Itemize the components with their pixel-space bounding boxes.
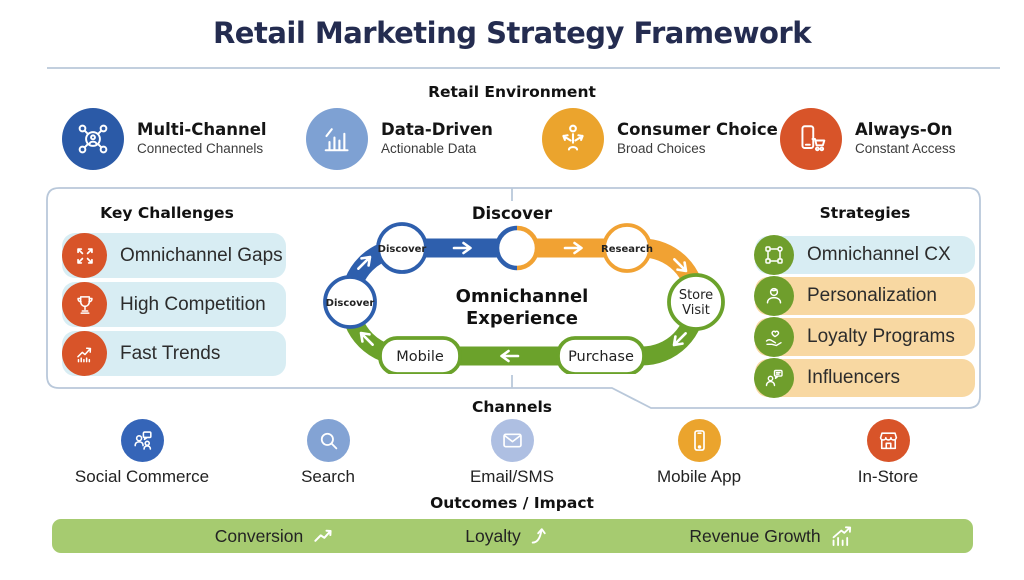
challenge-label: High Competition: [120, 293, 266, 315]
network-hub-icon: [62, 108, 124, 170]
environment-item-text: Always-On Constant Access: [855, 120, 956, 158]
strategy-pill-loyalty-programs: Loyalty Programs: [754, 316, 975, 357]
trend-up-icon: [313, 529, 332, 542]
journey-heading: Discover: [471, 204, 553, 223]
journey-node-label: Mobile: [396, 349, 444, 365]
growth-chart-icon: [832, 526, 852, 547]
journey-node-blank-blue-half: [494, 225, 518, 271]
challenge-pill-omnichannel-gaps: Omnichannel Gaps: [62, 233, 286, 278]
outcome-label: Loyalty: [465, 525, 521, 546]
choice-arrows-icon: [542, 108, 604, 170]
journey-node-label: Discover: [326, 298, 375, 309]
channel-item-social-commerce: Social Commerce: [72, 419, 212, 487]
environment-item-title: Multi-Channel: [137, 120, 267, 139]
person-icon: [754, 275, 794, 316]
environment-item-consumerchoice: Consumer Choice Broad Choices: [542, 106, 778, 172]
strategy-label: Influencers: [807, 367, 900, 388]
journey-node-mobile: [378, 336, 462, 374]
environment-item-text: Data-Driven Actionable Data: [381, 120, 493, 158]
channel-item-email-sms: Email/SMS: [442, 419, 582, 487]
environment-item-subtitle: Constant Access: [855, 141, 956, 156]
journey-center-label: Omnichannel Experience: [312, 286, 732, 330]
channel-label: Email/SMS: [469, 467, 555, 486]
channel-label: Mobile App: [656, 467, 742, 486]
outcomes-heading: Outcomes / Impact: [430, 494, 594, 512]
journey-center-line2: Experience: [466, 308, 578, 329]
environment-item-title: Data-Driven: [381, 120, 493, 139]
channel-label: In-Store: [857, 467, 919, 486]
page-title: Retail Marketing Strategy Framework: [212, 16, 812, 50]
outcome-item-loyalty: Loyalty: [465, 519, 550, 553]
strategy-label: Omnichannel CX: [807, 244, 951, 265]
environment-item-subtitle: Broad Choices: [617, 141, 706, 156]
channel-label: Search: [301, 467, 355, 486]
journey-node-blank: [497, 228, 537, 268]
smartphone-icon: [677, 419, 721, 462]
channel-label: Social Commerce: [74, 467, 210, 486]
environment-item-text: Multi-Channel Connected Channels: [137, 120, 267, 158]
phone-cart-icon: [780, 108, 842, 170]
channel-item-search: Search: [258, 419, 398, 487]
strategies-heading: Strategies: [819, 204, 911, 222]
outcome-label: Conversion: [214, 525, 304, 546]
environment-item-subtitle: Actionable Data: [381, 141, 477, 156]
outcome-item-revenue-growth: Revenue Growth: [689, 519, 854, 553]
environment-item-datadriven: Data-Driven Actionable Data: [306, 106, 493, 172]
journey-node-research: [602, 223, 652, 273]
magnifier-icon: [306, 419, 350, 462]
environment-heading: Retail Environment: [428, 83, 596, 101]
environment-item-text: Consumer Choice Broad Choices: [617, 120, 778, 158]
bar-chart-icon: [306, 108, 368, 170]
channel-item-mobile-app: Mobile App: [629, 419, 769, 487]
curve-up-arrow-icon: [532, 528, 547, 544]
strategy-label: Loyalty Programs: [807, 326, 955, 347]
journey-node-blank-orange-half: [516, 225, 540, 271]
journey-center-line1: Omnichannel: [455, 286, 589, 307]
journey-node-label: Research: [601, 244, 653, 255]
strategy-pill-omnichannel-cx: Omnichannel CX: [754, 234, 975, 275]
environment-item-title: Always-On: [855, 120, 953, 139]
environment-item-multichannel: Multi-Channel Connected Channels: [62, 106, 267, 172]
strategy-label: Personalization: [807, 285, 937, 306]
environment-item-alwayson: Always-On Constant Access: [780, 106, 956, 172]
outcome-label: Revenue Growth: [689, 525, 821, 546]
hand-heart-icon: [754, 316, 794, 357]
strategy-pill-personalization: Personalization: [754, 275, 975, 316]
journey-node-label: Store: [679, 288, 713, 303]
outcomes-bar: Conversion Loyalty Revenue Growth: [52, 519, 973, 553]
challenge-label: Omnichannel Gaps: [120, 244, 283, 266]
channel-item-in-store: In-Store: [818, 419, 958, 487]
journey-node-label: Purchase: [568, 349, 634, 365]
journey-node-label: Discover: [378, 244, 427, 255]
challenge-pill-high-competition: High Competition: [62, 282, 286, 327]
outcome-item-conversion: Conversion: [215, 519, 336, 553]
environment-item-subtitle: Connected Channels: [137, 141, 264, 156]
storefront-icon: [866, 419, 910, 462]
challenge-pill-fast-trends: Fast Trends: [62, 331, 286, 376]
envelope-icon: [490, 419, 534, 462]
strategy-pill-influencers: Influencers: [754, 357, 975, 398]
middle-frame: [46, 187, 981, 409]
social-people-icon: [120, 419, 164, 462]
connected-nodes-icon: [754, 234, 794, 275]
challenge-label: Fast Trends: [120, 342, 221, 364]
environment-item-title: Consumer Choice: [617, 120, 778, 139]
journey-node-discover-top: [376, 222, 428, 274]
journey-loop: Discover Discover Research Store Visit P…: [323, 222, 725, 374]
challenges-heading: Key Challenges: [100, 204, 234, 222]
influencer-icon: [754, 357, 794, 398]
channels-heading: Channels: [472, 398, 552, 416]
journey-node-store-visit: [667, 273, 725, 331]
journey-node-discover-left: [323, 275, 377, 329]
trophy-icon: [62, 282, 107, 327]
expand-arrows-icon: [62, 233, 107, 278]
journey-node-purchase: [556, 336, 646, 374]
trend-chart-icon: [62, 331, 107, 376]
journey-node-label: Visit: [682, 303, 710, 318]
